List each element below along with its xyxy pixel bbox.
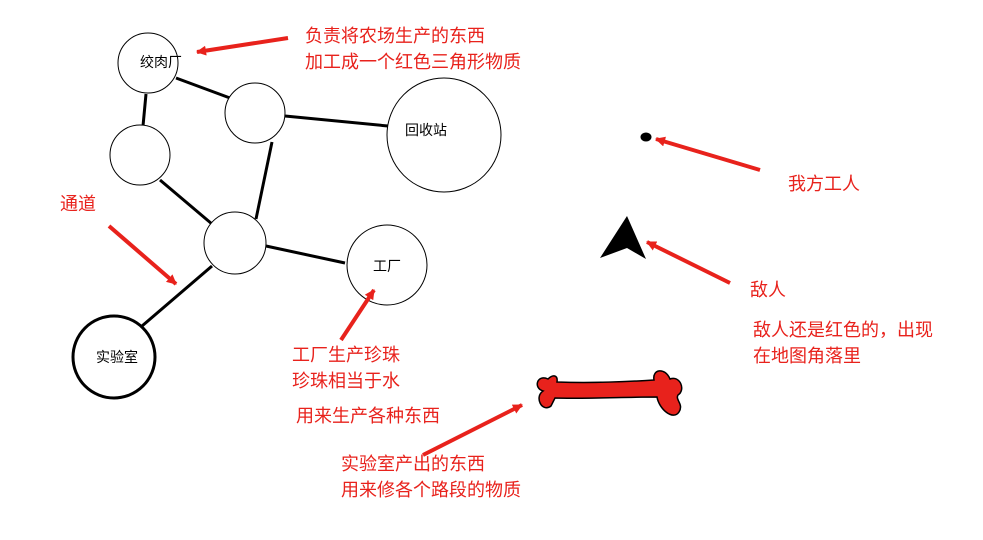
arrow-to-material [422, 403, 523, 457]
factory-note-line-1: 工厂生产珍珠 [292, 345, 400, 366]
arrow-to-channel [107, 224, 178, 286]
recycle-label: 回收站 [405, 123, 447, 139]
enemy-detail-line-1: 敌人还是红色的，出现 [753, 320, 933, 341]
junction-node-center[interactable] [203, 211, 267, 275]
building-nodes [71, 32, 502, 400]
arrow-to-factory [339, 288, 376, 342]
lab-note-line-2: 用来修各个路段的物质 [341, 480, 521, 501]
road-hub-center [254, 141, 274, 220]
road-hub-recycle [284, 114, 389, 128]
mincer-note-line-2: 加工成一个红色三角形物质 [305, 52, 521, 73]
factory-node[interactable] [346, 224, 428, 306]
road-network [141, 76, 389, 328]
factory-note-line-2: 珍珠相当于水 [292, 371, 400, 392]
worker-icon[interactable] [640, 132, 652, 142]
mincer-node[interactable] [117, 32, 179, 94]
road-left-center [159, 178, 213, 226]
enemy-detail-line-2: 在地图角落里 [753, 346, 861, 367]
road-mincer-left [141, 93, 148, 127]
lab-node[interactable] [71, 314, 157, 400]
arrow-to-mincer [196, 36, 289, 56]
factory-note: 工厂生产珍珠 珍珠相当于水 [292, 343, 400, 395]
lab-label: 实验室 [96, 349, 138, 366]
road-center-factory [265, 244, 346, 265]
factory-use-note: 用来生产各种东西 [296, 404, 440, 430]
junction-node-upper[interactable] [224, 82, 286, 144]
road-center-lab [141, 264, 213, 328]
lab-note: 实验室产出的东西 用来修各个路段的物质 [341, 452, 521, 504]
mincer-note-line-1: 负责将农场生产的东西 [305, 26, 485, 47]
worker-note: 我方工人 [788, 172, 860, 198]
factory-use-line-1: 用来生产各种东西 [296, 406, 440, 427]
channel-note: 通道 [60, 192, 96, 218]
enemy-note-line-1: 敌人 [750, 280, 786, 301]
enemy-detail-note: 敌人还是红色的，出现 在地图角落里 [753, 318, 933, 370]
enemy-note: 敌人 [750, 278, 786, 304]
annotation-arrows [107, 36, 761, 457]
worker-note-line-1: 我方工人 [788, 174, 860, 195]
road-mincer-hub [175, 76, 231, 100]
arrow-to-enemy [646, 240, 731, 285]
channel-note-line-1: 通道 [60, 194, 96, 215]
junction-node-left[interactable] [109, 124, 171, 186]
enemy-icon[interactable] [600, 216, 646, 259]
lab-note-line-1: 实验室产出的东西 [341, 454, 485, 475]
mincer-label: 绞肉厂 [140, 54, 182, 71]
arrow-to-worker [655, 136, 761, 172]
factory-label: 工厂 [373, 259, 401, 275]
mincer-note: 负责将农场生产的东西 加工成一个红色三角形物质 [305, 24, 521, 76]
recycle-node[interactable] [386, 77, 502, 193]
repair-material-icon[interactable] [536, 370, 683, 416]
